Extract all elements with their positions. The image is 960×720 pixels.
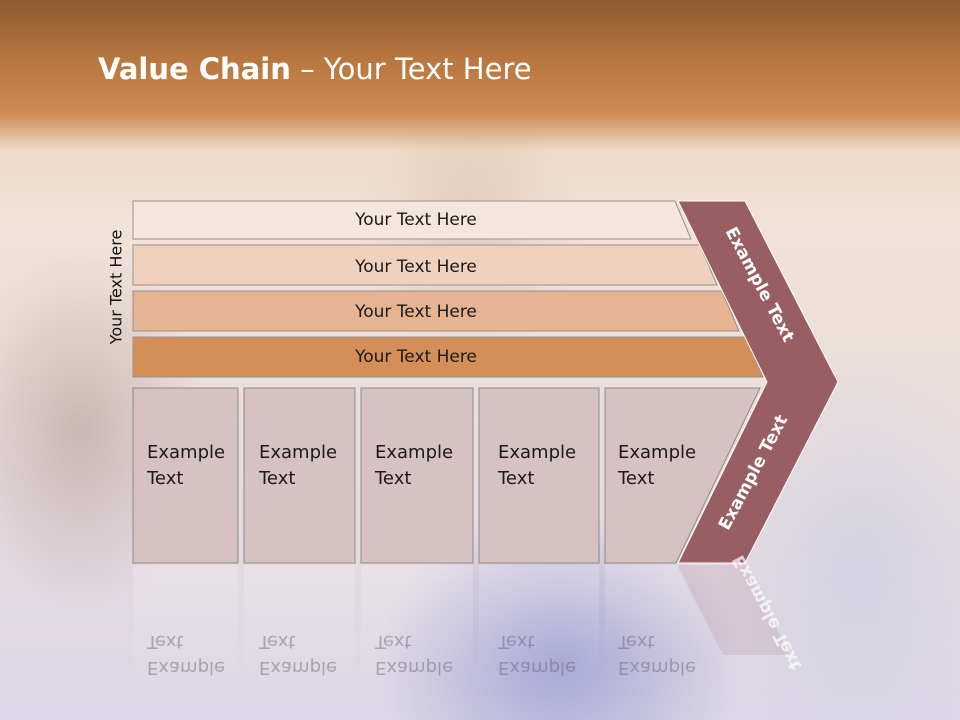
column-4-line1: Example [498, 442, 577, 463]
column-2-line1: Example [259, 442, 338, 463]
title-bold: Value Chain [98, 52, 291, 86]
column-5-line1: Example [618, 442, 697, 463]
column-2-reflection-line2: Text [259, 631, 296, 652]
bar-3 [132, 290, 740, 332]
title-rest: – Your Text Here [290, 52, 532, 86]
column-3-line2: Text [375, 468, 412, 489]
bars: Your Text Here Your Text Here Your Text … [132, 200, 764, 378]
column-2-line2: Text [259, 468, 296, 489]
column-1-reflection-line2: Text [147, 631, 184, 652]
bar-4-label: Your Text Here [354, 347, 477, 367]
column-3-reflection-line2: Text [375, 631, 412, 652]
column-1-line2: Text [147, 468, 184, 489]
column-2 [243, 387, 356, 564]
bar-1-label: Your Text Here [354, 210, 477, 230]
column-5 [604, 387, 761, 564]
column-4-line2: Text [498, 468, 535, 489]
header-band [0, 0, 960, 150]
bar-3-label: Your Text Here [354, 302, 477, 322]
column-3-reflection: Example Text [375, 628, 475, 680]
chevron-arrow [677, 200, 839, 564]
bar-1 [132, 200, 692, 240]
bar-2-label: Your Text Here [354, 257, 477, 277]
columns [132, 387, 761, 564]
column-1-reflection: Example Text [147, 628, 247, 680]
reflection [133, 565, 790, 685]
bar-4 [132, 336, 764, 378]
page-title: Value Chain – Your Text Here [98, 52, 532, 86]
column-3-line1: Example [375, 442, 454, 463]
column-1 [132, 387, 239, 564]
column-1-reflection-line1: Example [147, 657, 226, 678]
column-4 [478, 387, 600, 564]
column-1-line1: Example [147, 442, 226, 463]
column-4-reflection-line1: Example [498, 657, 577, 678]
column-5-reflection: Example Text [618, 628, 718, 680]
column-5-reflection-line1: Example [618, 657, 697, 678]
column-2-reflection: Example Text [259, 628, 359, 680]
bar-2 [132, 244, 718, 286]
column-5-line2: Text [618, 468, 655, 489]
column-2-reflection-line1: Example [259, 657, 338, 678]
column-3 [360, 387, 474, 564]
column-4-reflection-line2: Text [498, 631, 535, 652]
column-5-reflection-line2: Text [618, 631, 655, 652]
column-4-reflection: Example Text [498, 628, 598, 680]
column-3-reflection-line1: Example [375, 657, 454, 678]
